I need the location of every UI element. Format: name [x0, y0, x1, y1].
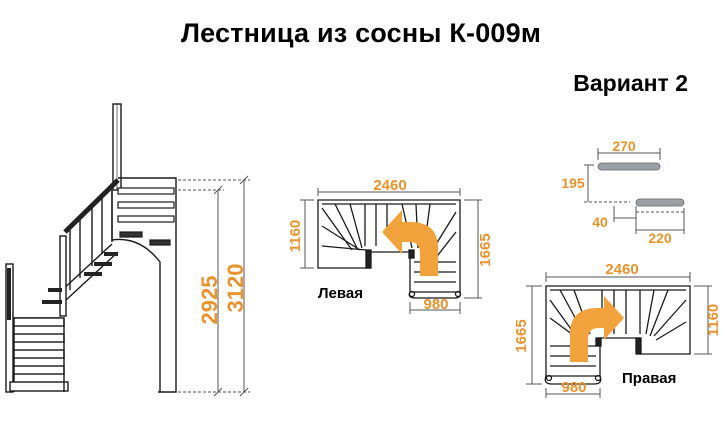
step-rise-label: 195 — [561, 175, 585, 191]
right-plan-width-label: 2460 — [605, 261, 638, 278]
left-plan-left-depth-label: 1160 — [287, 220, 304, 253]
right-plan-dimensions — [526, 272, 712, 398]
left-plan — [317, 199, 462, 299]
step-detail — [584, 148, 685, 234]
step-lower-tread-label: 220 — [648, 230, 672, 246]
side-view — [5, 103, 177, 393]
right-plan-left-depth-label: 1665 — [513, 319, 530, 352]
side-height-2-label: 3120 — [223, 264, 248, 313]
page-title: Лестница из сосны К-009м — [180, 18, 542, 48]
left-plan-label: Левая — [318, 285, 363, 302]
left-plan-width-label: 2460 — [373, 177, 406, 194]
right-plan-flight-width-label: 980 — [561, 379, 586, 396]
side-height-1-label: 2925 — [197, 276, 222, 325]
right-plan-label: Правая — [622, 370, 677, 387]
left-plan-flight-width-label: 980 — [423, 296, 448, 313]
variant-label: Вариант 2 — [573, 70, 688, 96]
right-plan-right-depth-label: 1160 — [705, 304, 722, 337]
right-plan-direction-arrow — [570, 296, 624, 362]
left-plan-right-depth-label: 1665 — [477, 233, 494, 266]
left-plan-dimensions — [300, 188, 482, 314]
side-view-dimensions — [178, 175, 250, 397]
step-tread-label: 270 — [612, 138, 636, 154]
left-plan-direction-arrow — [382, 210, 438, 276]
step-nosing-label: 40 — [592, 214, 608, 230]
